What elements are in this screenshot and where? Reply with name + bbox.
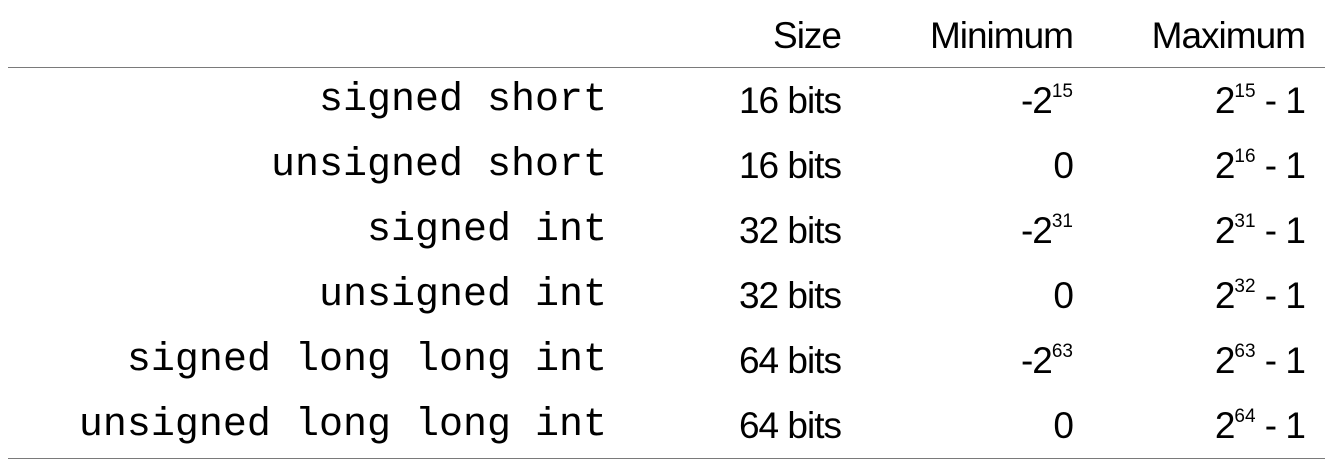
- type-name: signed long long int: [126, 338, 607, 383]
- minimum-base: -2: [1020, 340, 1053, 381]
- type-size: 32 bits: [738, 210, 842, 251]
- maximum-base: 2: [1214, 405, 1236, 446]
- type-name: signed short: [318, 78, 607, 123]
- type-maximum: 232 - 1: [1095, 263, 1306, 328]
- type-minimum: -231: [873, 198, 1073, 263]
- type-maximum: 263 - 1: [1095, 328, 1306, 393]
- header-maximum: Maximum: [1151, 15, 1306, 56]
- maximum-tail: - 1: [1255, 405, 1306, 446]
- type-minimum: -215: [873, 68, 1073, 133]
- minimum-exponent: 15: [1051, 80, 1073, 102]
- type-name: unsigned int: [318, 273, 607, 318]
- maximum-exponent: 31: [1234, 210, 1256, 232]
- maximum-base: 2: [1214, 145, 1236, 186]
- minimum-exponent: 31: [1051, 210, 1073, 232]
- maximum-tail: - 1: [1255, 145, 1306, 186]
- maximum-base: 2: [1214, 210, 1236, 251]
- maximum-exponent: 64: [1234, 405, 1256, 427]
- type-maximum: 264 - 1: [1095, 393, 1306, 458]
- minimum-base: -2: [1020, 80, 1053, 121]
- maximum-exponent: 63: [1234, 340, 1256, 362]
- minimum-base: 0: [1053, 275, 1074, 316]
- type-minimum: 0: [873, 393, 1074, 458]
- table-row: signed int 32 bits -231 231 - 1: [8, 198, 1325, 263]
- table-row: signed short 16 bits -215 215 - 1: [8, 68, 1325, 133]
- type-size: 64 bits: [738, 340, 842, 381]
- header-divider: [8, 67, 1325, 68]
- table-body: signed short 16 bits -215 215 - 1 unsign…: [8, 68, 1325, 458]
- maximum-exponent: 32: [1234, 275, 1256, 297]
- minimum-base: 0: [1053, 405, 1074, 446]
- maximum-tail: - 1: [1255, 340, 1306, 381]
- type-minimum: 0: [873, 263, 1074, 328]
- type-size: 16 bits: [738, 80, 842, 121]
- maximum-base: 2: [1214, 275, 1236, 316]
- type-name: unsigned long long int: [78, 403, 607, 448]
- type-minimum: 0: [873, 133, 1074, 198]
- table-row: unsigned short 16 bits 0 216 - 1: [8, 133, 1325, 198]
- type-size: 64 bits: [738, 405, 842, 446]
- table-row: signed long long int 64 bits -263 263 - …: [8, 328, 1325, 393]
- type-name: unsigned short: [270, 143, 607, 188]
- header-minimum: Minimum: [929, 15, 1074, 56]
- table-row: unsigned int 32 bits 0 232 - 1: [8, 263, 1325, 328]
- maximum-tail: - 1: [1255, 210, 1306, 251]
- type-minimum: -263: [873, 328, 1073, 393]
- type-size: 32 bits: [738, 275, 842, 316]
- maximum-base: 2: [1214, 340, 1236, 381]
- maximum-tail: - 1: [1255, 80, 1306, 121]
- minimum-base: 0: [1053, 145, 1074, 186]
- header-size: Size: [773, 15, 842, 56]
- integer-types-table: Size Minimum Maximum signed short 16 bit…: [8, 0, 1325, 448]
- header-type: [7, 0, 607, 68]
- type-maximum: 215 - 1: [1095, 68, 1306, 133]
- table-header-row: Size Minimum Maximum: [8, 0, 1325, 68]
- type-maximum: 231 - 1: [1095, 198, 1306, 263]
- minimum-base: -2: [1020, 210, 1053, 251]
- maximum-tail: - 1: [1255, 275, 1306, 316]
- table-row: unsigned long long int 64 bits 0 264 - 1: [8, 393, 1325, 458]
- type-name: signed int: [366, 208, 607, 253]
- type-size: 16 bits: [738, 145, 842, 186]
- minimum-exponent: 63: [1051, 340, 1073, 362]
- maximum-exponent: 16: [1234, 145, 1256, 167]
- type-maximum: 216 - 1: [1095, 133, 1306, 198]
- table-bottom-rule: [8, 458, 1325, 459]
- maximum-base: 2: [1214, 80, 1236, 121]
- maximum-exponent: 15: [1234, 80, 1256, 102]
